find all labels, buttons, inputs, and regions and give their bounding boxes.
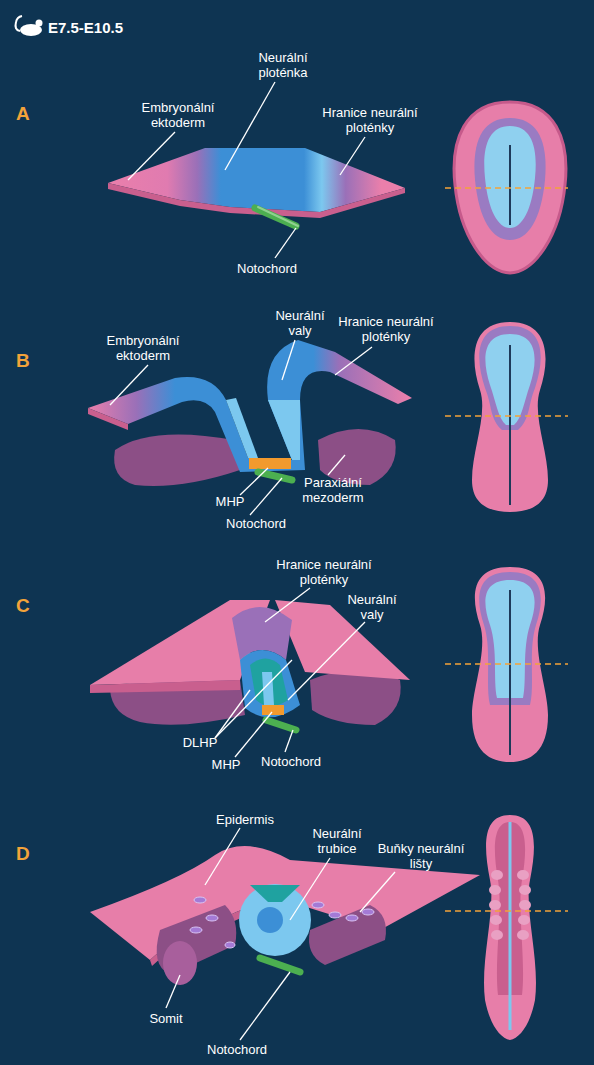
part-label: Epidermis xyxy=(200,812,290,827)
part-label: Embryonální ektoderm xyxy=(99,333,187,363)
part-label: Neurální valy xyxy=(341,592,403,622)
panel-d-art xyxy=(90,815,568,1040)
part-label: MHP xyxy=(205,494,255,509)
panel-b-art xyxy=(88,322,568,512)
part-label: Somit xyxy=(136,1011,196,1026)
part-label: Neurální trubice xyxy=(306,826,368,856)
panel-letter: B xyxy=(16,353,46,368)
part-label: Embryonální ektoderm xyxy=(134,100,222,130)
stage-label: E7.5-E10.5 xyxy=(48,20,168,35)
part-label: Buňky neurální lišty xyxy=(367,841,475,871)
part-label: Notochord xyxy=(246,754,336,769)
part-label: Hranice neurální ploténky xyxy=(268,557,380,587)
part-label: Notochord xyxy=(192,1042,282,1057)
part-label: DLHP xyxy=(175,735,225,750)
panel-letter: C xyxy=(16,598,46,613)
leader-lines xyxy=(110,82,395,1040)
part-label: Hranice neurální ploténky xyxy=(330,314,442,344)
panel-c-art xyxy=(90,567,568,762)
part-label: MHP xyxy=(201,757,251,772)
part-label: Neurální ploténka xyxy=(248,50,318,80)
part-label: Hranice neurální ploténky xyxy=(314,105,426,135)
panel-letter: D xyxy=(16,846,46,861)
part-label: Paraxiální mezoderm xyxy=(292,475,374,505)
part-label: Neurální valy xyxy=(269,308,331,338)
panel-letter: A xyxy=(16,106,46,121)
mouse-icon xyxy=(16,16,43,36)
part-label: Notochord xyxy=(222,261,312,276)
part-label: Notochord xyxy=(211,516,301,531)
